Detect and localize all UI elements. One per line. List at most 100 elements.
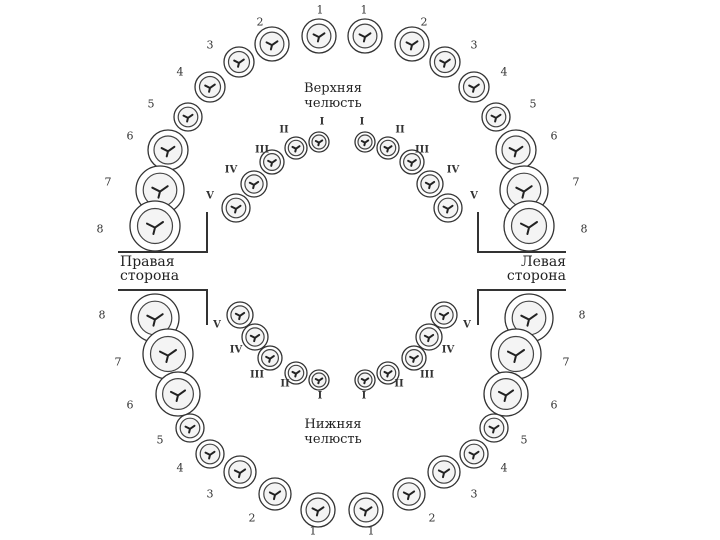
primary-tooth-lower-left-2-fissure-mark <box>383 370 393 378</box>
primary-tooth-lower-left-5-fissure-mark <box>438 311 450 321</box>
primary-tooth-lower-right-2 <box>284 361 308 385</box>
primary-tooth-lower-left-1 <box>354 369 376 391</box>
tooth-number-lower-right-2: 2 <box>249 512 256 525</box>
primary-tooth-lower-right-1-fissure-mark <box>314 377 324 385</box>
tooth-lower-left-8-fissure-mark <box>520 313 538 327</box>
tooth-lower-right-3 <box>223 455 257 489</box>
tooth-number-lower-right-6: 6 <box>127 399 134 412</box>
tooth-lower-right-4-fissure-mark <box>204 450 216 460</box>
tooth-upper-right-8-fissure-mark <box>146 221 164 235</box>
primary-tooth-upper-left-4-fissure-mark <box>424 180 436 190</box>
upper-jaw-title-line1: Верхняя <box>304 81 362 96</box>
tooth-number-lower-left-1: 1 <box>368 525 375 538</box>
tooth-lower-left-4-fissure-mark <box>468 450 480 460</box>
primary-tooth-upper-right-4 <box>240 170 268 198</box>
tooth-upper-right-5-fissure-mark <box>182 113 194 123</box>
tooth-lower-left-5-fissure-mark <box>488 424 500 434</box>
tooth-upper-right-5 <box>173 102 203 132</box>
primary-tooth-upper-left-3 <box>399 149 425 175</box>
tooth-upper-left-4-fissure-mark <box>468 83 480 93</box>
bracket-lower-right <box>118 289 208 325</box>
tooth-upper-left-6-crown <box>501 135 531 165</box>
primary-tooth-upper-right-3 <box>259 149 285 175</box>
primary-tooth-number-lower-right-3: III <box>250 370 264 381</box>
tooth-lower-left-5 <box>479 413 509 443</box>
tooth-lower-left-7 <box>490 328 542 380</box>
lower-jaw-title: Нижняя челюсть <box>278 417 388 447</box>
tooth-upper-left-1-fissure-mark <box>358 32 372 43</box>
tooth-number-lower-left-2: 2 <box>429 512 436 525</box>
tooth-lower-right-7-crown <box>149 335 187 373</box>
tooth-upper-left-3 <box>429 46 461 78</box>
primary-tooth-number-lower-left-5: V <box>462 320 471 331</box>
tooth-upper-right-4-fissure-mark <box>204 83 216 93</box>
tooth-number-upper-right-3: 3 <box>207 39 214 52</box>
primary-tooth-number-lower-right-4: IV <box>230 345 243 356</box>
tooth-number-upper-left-5: 5 <box>530 98 537 111</box>
primary-tooth-lower-right-2-fissure-mark <box>291 370 301 378</box>
primary-tooth-upper-left-5-fissure-mark <box>442 204 454 214</box>
primary-tooth-number-upper-left-2: II <box>395 125 405 136</box>
tooth-number-upper-left-4: 4 <box>501 66 508 79</box>
primary-tooth-upper-left-1 <box>354 131 376 153</box>
tooth-lower-left-7-fissure-mark <box>507 349 525 363</box>
tooth-upper-right-8 <box>129 200 181 252</box>
primary-tooth-number-upper-right-3: III <box>255 145 269 156</box>
tooth-upper-left-8-crown <box>510 207 548 245</box>
primary-tooth-number-lower-right-1: I <box>318 391 323 402</box>
tooth-lower-right-6 <box>155 371 201 417</box>
upper-jaw-title-line2: челюсть <box>304 96 362 111</box>
tooth-upper-right-6 <box>147 129 189 171</box>
tooth-lower-left-1 <box>348 492 384 528</box>
tooth-upper-right-6-fissure-mark <box>160 145 176 158</box>
tooth-upper-right-6-crown <box>153 135 183 165</box>
tooth-number-upper-right-5: 5 <box>148 98 155 111</box>
upper-jaw-title: Верхняя челюсть <box>278 81 388 111</box>
tooth-number-upper-right-6: 6 <box>127 130 134 143</box>
tooth-number-upper-left-8: 8 <box>581 223 588 236</box>
tooth-number-upper-left-6: 6 <box>551 130 558 143</box>
tooth-upper-left-3-fissure-mark <box>439 58 451 68</box>
primary-tooth-number-lower-left-4: IV <box>442 345 455 356</box>
tooth-lower-right-7-fissure-mark <box>159 349 177 363</box>
tooth-number-upper-right-2: 2 <box>257 16 264 29</box>
primary-tooth-number-upper-right-5: V <box>205 191 214 202</box>
primary-tooth-lower-right-3-fissure-mark <box>265 355 275 363</box>
tooth-upper-right-4 <box>194 71 226 103</box>
primary-tooth-number-upper-right-4: IV <box>225 165 238 176</box>
primary-tooth-lower-right-4-fissure-mark <box>249 333 261 343</box>
primary-tooth-upper-left-5 <box>433 193 463 223</box>
tooth-lower-right-5-fissure-mark <box>184 424 196 434</box>
tooth-upper-left-5 <box>481 102 511 132</box>
tooth-number-lower-right-8: 8 <box>99 309 106 322</box>
primary-tooth-upper-left-1-fissure-mark <box>360 139 370 147</box>
right-side-label-line2: сторона <box>120 268 180 284</box>
primary-tooth-lower-right-5-fissure-mark <box>234 311 246 321</box>
tooth-upper-left-5-fissure-mark <box>490 113 502 123</box>
tooth-number-upper-right-1: 1 <box>317 4 324 17</box>
tooth-lower-left-6 <box>483 371 529 417</box>
tooth-lower-right-8-fissure-mark <box>146 313 164 327</box>
primary-tooth-lower-left-3 <box>401 345 427 371</box>
primary-tooth-upper-left-4 <box>416 170 444 198</box>
tooth-upper-right-2 <box>254 26 290 62</box>
tooth-upper-left-6-fissure-mark <box>508 145 524 158</box>
tooth-number-lower-left-3: 3 <box>471 488 478 501</box>
primary-tooth-upper-right-3-fissure-mark <box>267 159 277 167</box>
primary-tooth-number-lower-left-3: III <box>420 370 434 381</box>
tooth-lower-right-2-fissure-mark <box>268 490 282 501</box>
tooth-number-upper-left-2: 2 <box>421 16 428 29</box>
tooth-upper-left-8 <box>503 200 555 252</box>
tooth-lower-right-1-fissure-mark <box>311 506 325 517</box>
primary-tooth-upper-left-2-fissure-mark <box>383 145 393 153</box>
tooth-upper-right-2-fissure-mark <box>265 40 279 51</box>
primary-tooth-number-upper-left-1: I <box>360 117 365 128</box>
tooth-number-upper-left-7: 7 <box>573 176 580 189</box>
tooth-upper-left-4 <box>458 71 490 103</box>
bracket-upper-right <box>118 212 208 253</box>
left-side-label-line2: сторона <box>506 268 566 284</box>
primary-tooth-lower-left-2 <box>376 361 400 385</box>
tooth-lower-right-5 <box>175 413 205 443</box>
bracket-upper-left <box>477 212 566 253</box>
